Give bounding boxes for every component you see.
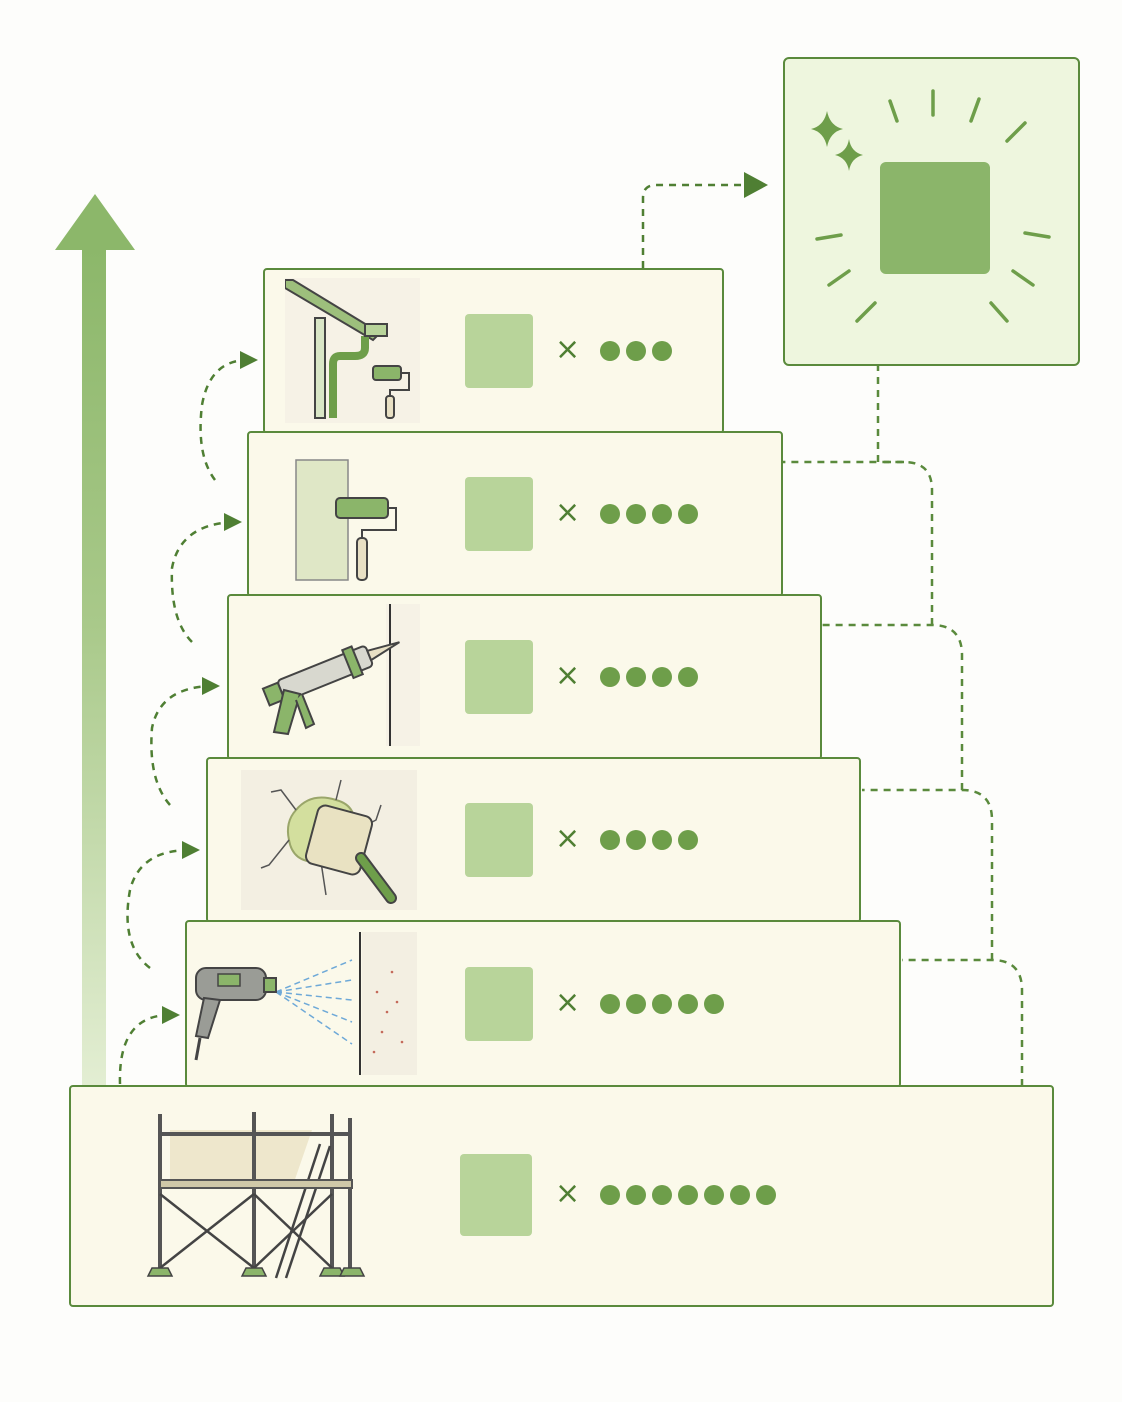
step-dot: [600, 504, 620, 524]
progress-arrow: [55, 194, 135, 1086]
right-connectors: [782, 366, 1024, 1086]
step-dot: [652, 830, 672, 850]
step-1-swatch: [460, 1154, 532, 1236]
step-dot: [652, 504, 672, 524]
step-3-multiplier: ×: [555, 821, 581, 856]
step-dot: [652, 667, 672, 687]
step-6-multiplier: ×: [555, 332, 581, 367]
step-3-dots: [600, 830, 698, 850]
paint-roller-icon: [295, 459, 397, 581]
step-5-dots: [600, 504, 698, 524]
step-dot: [678, 1185, 698, 1205]
step-4-swatch: [465, 640, 533, 714]
left-step-arrowheads: [162, 351, 258, 1024]
step-dot: [678, 994, 698, 1014]
step-dot: [626, 504, 646, 524]
step-dot: [626, 830, 646, 850]
sparkle-burst-icon: [811, 89, 1051, 323]
step-dot: [626, 667, 646, 687]
result-swatch: [880, 162, 990, 274]
step-1-box: [69, 1085, 1054, 1307]
step-5-swatch: [465, 477, 533, 551]
left-step-arrows: [118, 358, 249, 1085]
step-dot: [652, 994, 672, 1014]
step-dot: [626, 341, 646, 361]
step-2-box: [185, 920, 901, 1088]
step-dot: [600, 667, 620, 687]
step-dot: [652, 1185, 672, 1205]
step-6-dots: [600, 341, 672, 361]
step-1-multiplier: ×: [555, 1176, 581, 1211]
step-dot: [600, 341, 620, 361]
result-box: [783, 57, 1080, 366]
caulk-gun-icon: [261, 604, 420, 746]
step-dot: [626, 1185, 646, 1205]
scaffolding-icon: [146, 1112, 366, 1279]
step-dot: [652, 341, 672, 361]
step-4-multiplier: ×: [555, 658, 581, 693]
gutter-roller-icon: [285, 278, 420, 423]
wall-patch-trowel-icon: [241, 770, 417, 910]
step-3-swatch: [465, 803, 533, 877]
step-dot: [626, 994, 646, 1014]
step-1-dots: [600, 1185, 776, 1205]
step-dot: [678, 667, 698, 687]
result-connector-arrowhead: [744, 172, 768, 198]
pressure-washer-icon: [194, 932, 417, 1075]
step-4-dots: [600, 667, 698, 687]
step-dot: [678, 504, 698, 524]
step-dot: [756, 1185, 776, 1205]
step-dot: [600, 994, 620, 1014]
step-dot: [704, 994, 724, 1014]
step-dot: [600, 830, 620, 850]
step-dot: [678, 830, 698, 850]
step-2-multiplier: ×: [555, 985, 581, 1020]
step-2-swatch: [465, 967, 533, 1041]
step-5-multiplier: ×: [555, 495, 581, 530]
step-2-dots: [600, 994, 724, 1014]
step-dot: [730, 1185, 750, 1205]
step-dot: [600, 1185, 620, 1205]
result-connector: [641, 183, 760, 268]
step-dot: [704, 1185, 724, 1205]
step-6-swatch: [465, 314, 533, 388]
